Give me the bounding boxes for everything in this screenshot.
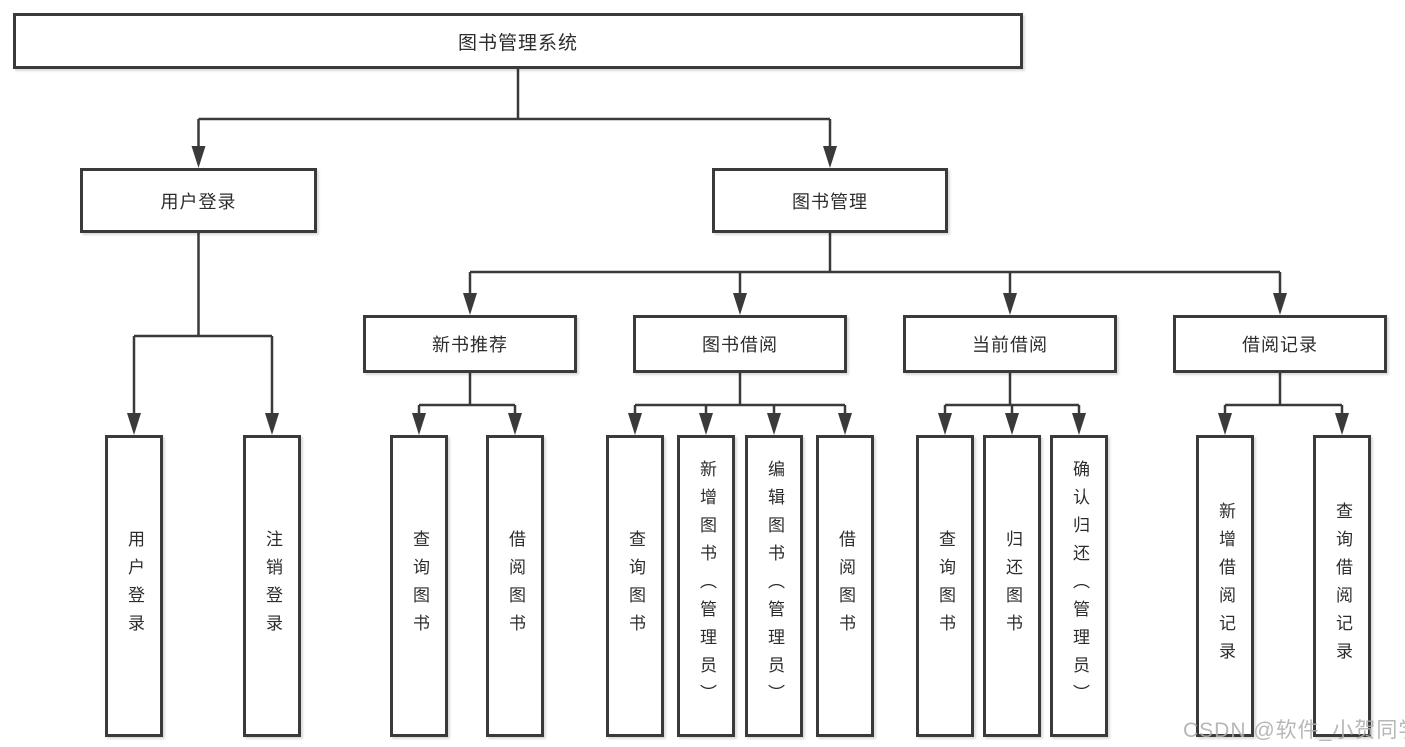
node-leaf-query-borrow-record: 查询借阅记录: [1313, 435, 1371, 737]
node-leaf-add-borrow-record: 新增借阅记录: [1196, 435, 1254, 737]
node-leaf-borrow-books-1: 借阅图书: [486, 435, 544, 737]
node-leaf-add-books-admin: 新增图书（管理员）: [677, 435, 735, 737]
node-user-login-branch: 用户登录: [80, 168, 317, 233]
node-leaf-user-login: 用户登录: [105, 435, 163, 737]
node-book-management-branch: 图书管理: [712, 168, 948, 233]
node-leaf-borrow-books-2: 借阅图书: [816, 435, 874, 737]
node-borrow-records: 借阅记录: [1173, 315, 1387, 373]
node-root-system: 图书管理系统: [13, 13, 1023, 69]
node-leaf-edit-books-admin: 编辑图书（管理员）: [745, 435, 803, 737]
node-leaf-query-books-3: 查询图书: [916, 435, 974, 737]
node-leaf-query-books-1: 查询图书: [390, 435, 448, 737]
node-book-borrowing: 图书借阅: [633, 315, 847, 373]
node-leaf-logout: 注销登录: [243, 435, 301, 737]
node-leaf-confirm-return-admin: 确认归还（管理员）: [1050, 435, 1108, 737]
node-leaf-query-books-2: 查询图书: [606, 435, 664, 737]
node-leaf-return-books: 归还图书: [983, 435, 1041, 737]
node-new-book-recommend: 新书推荐: [363, 315, 577, 373]
node-current-borrowing: 当前借阅: [903, 315, 1117, 373]
csdn-watermark: CSDN @软件_小贺同学: [1183, 719, 1405, 742]
arrowhead-icons: [127, 146, 1349, 435]
